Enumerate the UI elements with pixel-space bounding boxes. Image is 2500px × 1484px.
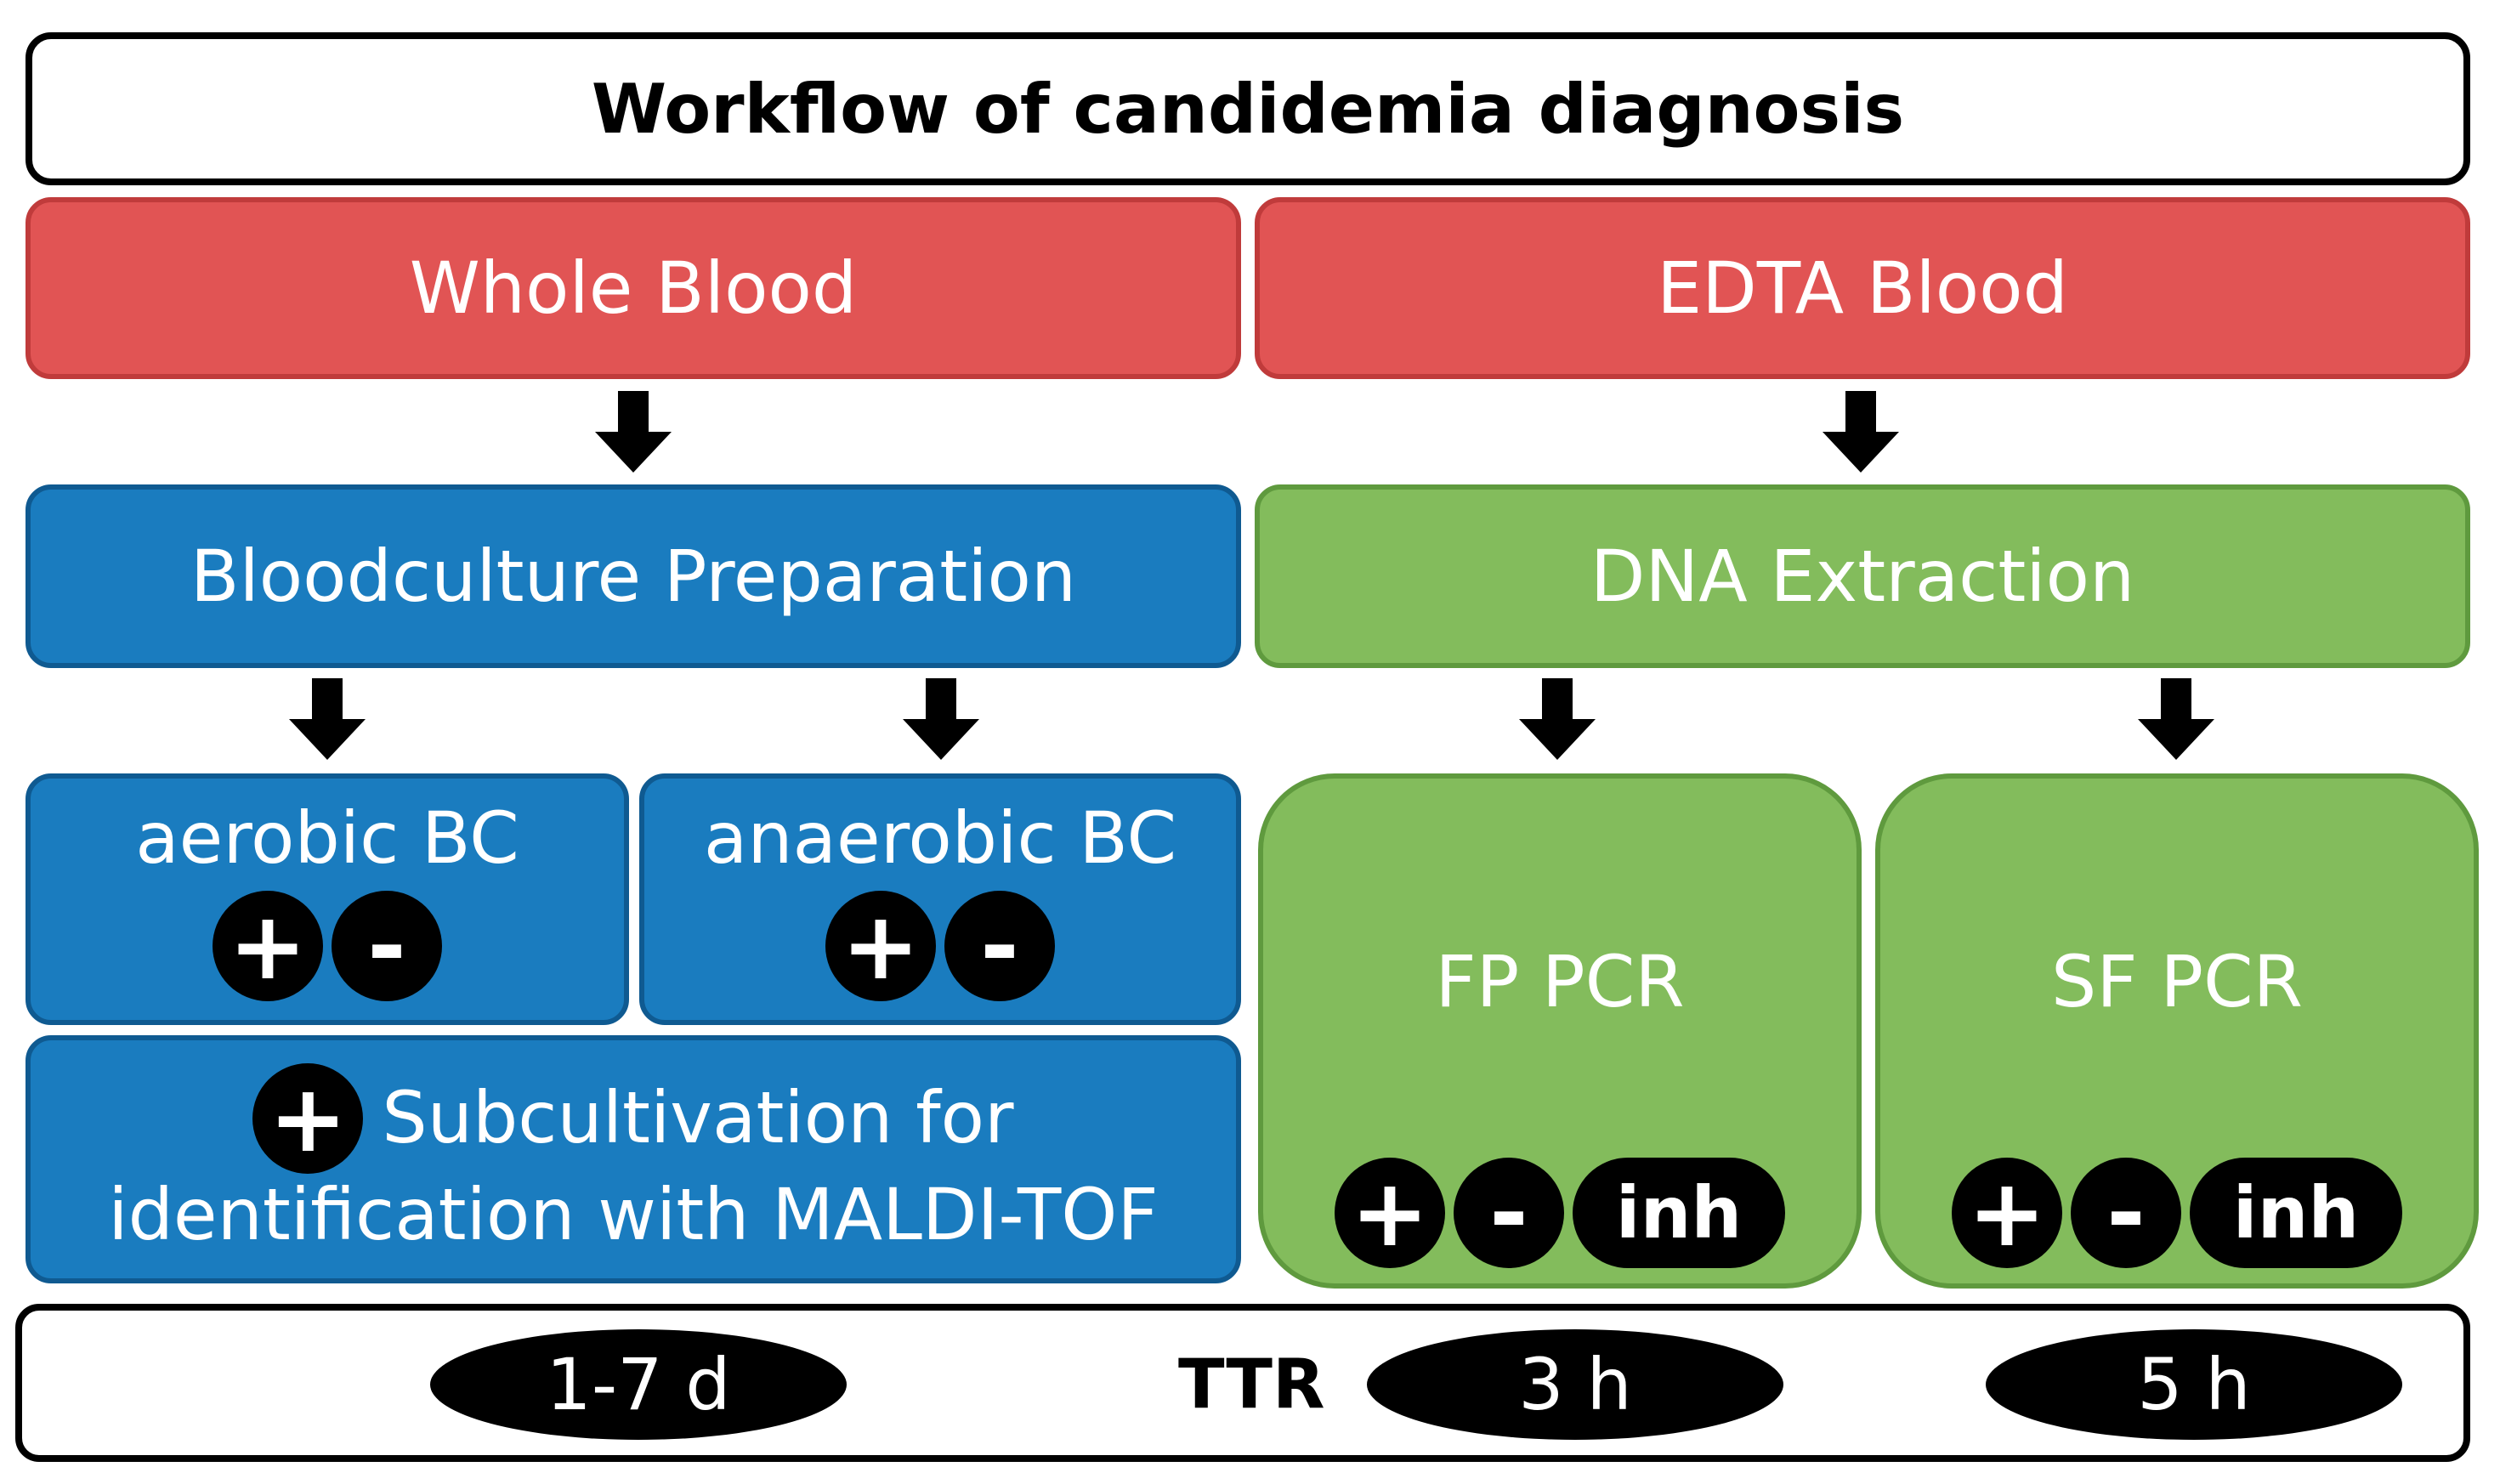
positive-icon: + [1952, 1158, 2062, 1268]
arrow-down-icon [1519, 678, 1596, 760]
sf-pcr-results: + - inh [1880, 1158, 2474, 1268]
anaerobic-bc-label: anaerobic BC [703, 796, 1177, 880]
fp-pcr-box: FP PCR + - inh [1258, 773, 1862, 1289]
ttr-bar: 1-7 d TTR 3 h 5 h [15, 1304, 2470, 1462]
bloodculture-preparation-label: Bloodculture Preparation [190, 535, 1077, 618]
inhibition-badge: inh [2190, 1158, 2402, 1268]
edta-blood-label: EDTA Blood [1657, 246, 2068, 330]
arrow-down-icon [595, 391, 672, 473]
edta-blood-box: EDTA Blood [1255, 197, 2470, 379]
ttr-culture-badge: 1-7 d [430, 1329, 847, 1440]
whole-blood-box: Whole Blood [26, 197, 1241, 379]
subcultivation-box: + Subcultivation for identification with… [26, 1035, 1241, 1283]
positive-icon: + [825, 891, 936, 1002]
ttr-label: TTR [1178, 1345, 1325, 1424]
aerobic-bc-box: aerobic BC + - [26, 773, 629, 1025]
positive-icon: + [252, 1062, 364, 1174]
arrow-down-icon [289, 678, 366, 760]
sf-pcr-label: SF PCR [2050, 940, 2303, 1023]
fp-pcr-results: + - inh [1263, 1158, 1857, 1268]
inhibition-badge: inh [1573, 1158, 1785, 1268]
aerobic-bc-label: aerobic BC [135, 796, 519, 880]
ttr-fp-badge: 3 h [1367, 1329, 1783, 1440]
anaerobic-bc-box: anaerobic BC + - [639, 773, 1241, 1025]
fp-pcr-label: FP PCR [1435, 940, 1685, 1023]
diagram-title: Workflow of candidemia diagnosis [26, 32, 2470, 185]
dna-extraction-label: DNA Extraction [1590, 535, 2135, 618]
dna-extraction-box: DNA Extraction [1255, 484, 2470, 668]
sf-pcr-box: SF PCR + - inh [1875, 773, 2479, 1289]
negative-icon: - [332, 891, 442, 1002]
arrow-down-icon [2138, 678, 2214, 760]
negative-icon: - [944, 891, 1055, 1002]
aerobic-bc-results: + - [213, 891, 442, 1002]
negative-icon: - [1454, 1158, 1564, 1268]
bloodculture-preparation-box: Bloodculture Preparation [26, 484, 1241, 668]
negative-icon: - [2071, 1158, 2181, 1268]
positive-icon: + [213, 891, 323, 1002]
subcultivation-label: Subcultivation for [382, 1076, 1014, 1160]
ttr-sf-badge: 5 h [1986, 1329, 2402, 1440]
arrow-down-icon [903, 678, 979, 760]
anaerobic-bc-results: + - [825, 891, 1055, 1002]
arrow-down-icon [1823, 391, 1899, 473]
subcultivation-line-2: identification with MALDI-TOF [108, 1172, 1159, 1256]
positive-icon: + [1335, 1158, 1445, 1268]
whole-blood-label: Whole Blood [409, 246, 858, 330]
subcultivation-line-1: + Subcultivation for [252, 1062, 1014, 1174]
